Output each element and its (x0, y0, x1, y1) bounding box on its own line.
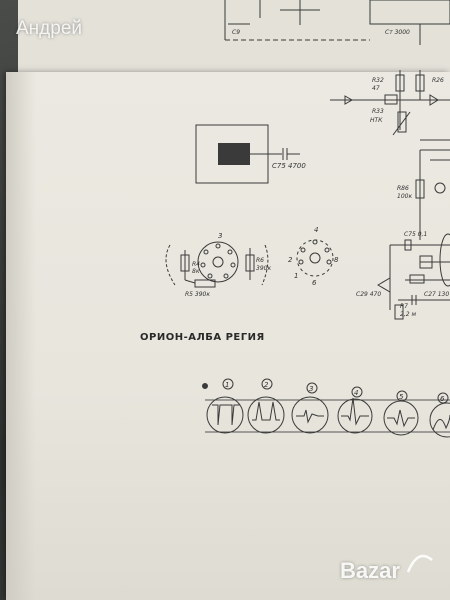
label-r86: R86 (397, 185, 409, 192)
label-r86-val: 100к (397, 193, 412, 200)
label-r-left-val: 8к (192, 268, 200, 275)
label-cap-c: С75 0,1 (404, 231, 427, 238)
tube-socket-3: 3 R4 8к R5 390к R6 390к (165, 232, 271, 298)
waveform-number-6: 6 (440, 395, 445, 403)
back-sheet (18, 0, 450, 82)
label-r32-val: 47 (372, 85, 380, 92)
label-socket-4: 4 (314, 226, 318, 234)
waveform-number-5: 5 (399, 393, 404, 401)
bazar-logo-mark (406, 554, 433, 573)
sheet-fold-shadow (6, 72, 36, 600)
user-watermark: Андрей (16, 18, 82, 39)
right-circuit-lower: С75 0,1 R7 2,2 м С29 470 С27 130 (356, 231, 450, 320)
top-circuit: С9 Ст 3000 (224, 0, 450, 45)
label-ntk: НТК (370, 117, 383, 124)
screen-box-diagram: С75 4700 (195, 124, 306, 184)
label-r33: R33 (372, 108, 384, 115)
waveform-number-2: 2 (264, 381, 269, 389)
label-r-left: R4 (192, 261, 200, 268)
label-r7-val: 2,2 м (400, 311, 416, 318)
tube-socket-4: 4 2 1 8 6 (288, 226, 339, 287)
label-top-a: С9 (232, 29, 240, 36)
label-c-left: С29 470 (356, 291, 381, 298)
right-circuit-upper: R32 47 R26 НТК R33 R86 100к (330, 70, 450, 240)
waveform-number-1: 1 (225, 381, 229, 389)
label-r7: R7 (400, 303, 408, 310)
waveform-number-3: 3 (309, 385, 313, 393)
label-r32: R32 (372, 77, 384, 84)
pin-label-6: 6 (312, 279, 317, 287)
pin-label-2: 2 (288, 256, 293, 264)
label-c-right: С27 130 (424, 291, 449, 298)
label-r26: R26 (432, 77, 444, 84)
label-c-box: С75 4700 (272, 162, 306, 170)
label-r-mid-val: 390к (256, 265, 271, 272)
waveform-row (202, 378, 450, 438)
label-r-bottom: R5 390к (185, 291, 210, 298)
label-r-mid: R6 (256, 257, 264, 264)
waveform-number-4: 4 (354, 389, 358, 397)
site-watermark: Bazar (340, 558, 400, 583)
sheet-title: ОРИОН-АЛБА РЕГИЯ (140, 332, 265, 343)
label-socket-3: 3 (218, 232, 222, 240)
pin-label-1: 1 (294, 272, 298, 280)
pin-label-8: 8 (334, 256, 339, 264)
waveform-numbers: 1 2 3 4 5 6 (225, 381, 445, 403)
label-top-b: Ст 3000 (385, 29, 410, 36)
